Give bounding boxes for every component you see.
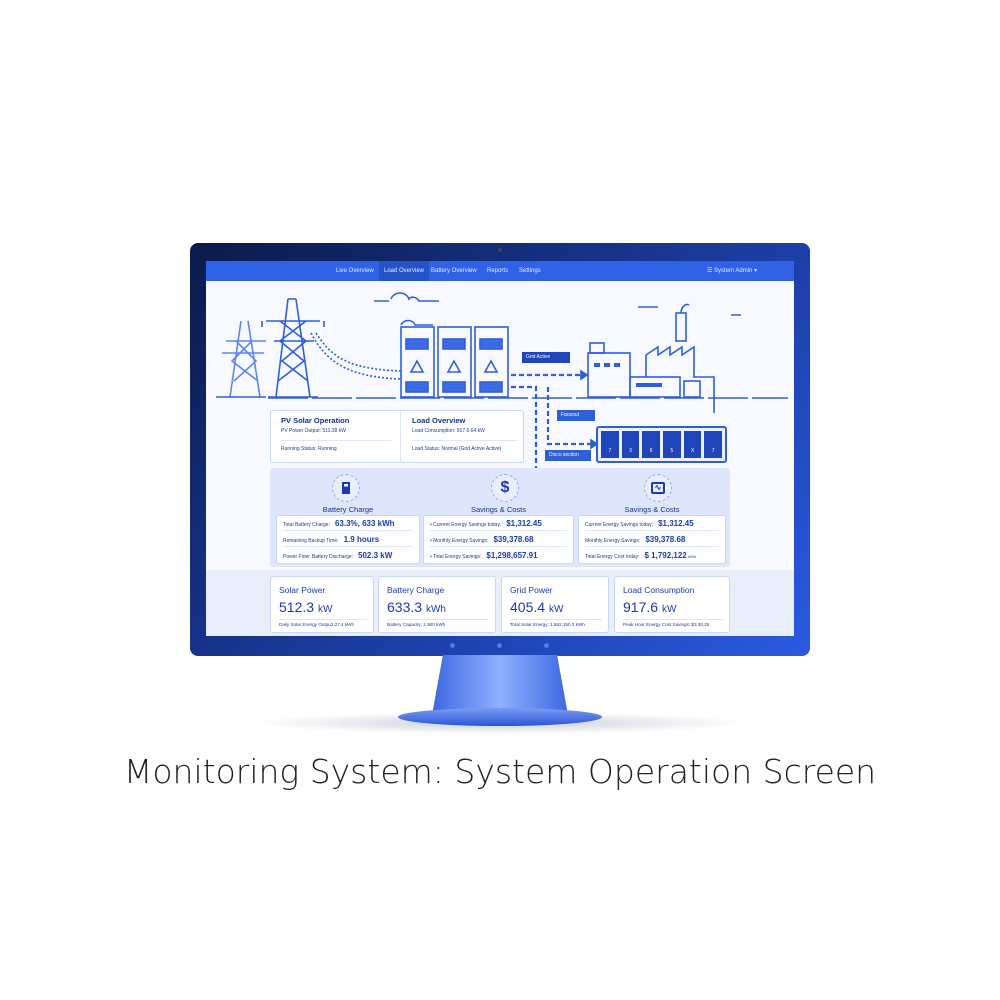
row-label: Total Energy Cost today:	[585, 554, 640, 560]
kpi-sub: Total Solar Energy: 1,582,150.3 kWh	[510, 619, 602, 627]
dollar-icon: $	[491, 474, 519, 502]
row-value: $1,312.45	[506, 519, 542, 528]
battery-cell: 6	[642, 431, 661, 458]
row-label: Monthly Energy Savings:	[585, 538, 641, 544]
nav-battery-overview[interactable]: Battery Overview	[431, 268, 477, 274]
pv-status-label: Running Status:	[281, 446, 317, 452]
chevron-down-icon: ▾	[752, 268, 758, 274]
row-value: 1.9 hours	[343, 535, 380, 544]
cloud-icon	[374, 292, 439, 302]
row-value: $39,378.68	[493, 535, 534, 544]
kpi-load-consumption: Load Consumption 917.6 kW Peak Hour Ener…	[614, 576, 730, 633]
battery-bank: 7 3 6 5 X 7	[596, 426, 727, 463]
kpi-solar-power: Solar Power 512.3 kW Daily Solar Energy …	[270, 576, 374, 633]
row-value: $1,312.45	[658, 519, 694, 528]
kpi-value: 917.6	[623, 599, 659, 615]
chart-monitor-icon: ∿	[644, 474, 672, 502]
row-unit: kWh	[688, 554, 697, 559]
camera-dot	[498, 248, 502, 252]
pv-output-value: 511.38 kW	[322, 428, 346, 434]
battery-icon	[332, 474, 360, 502]
cloud-icon	[400, 319, 433, 326]
nav-settings[interactable]: Settings	[519, 268, 541, 274]
kpi-sub: Daily Solar Energy Outpu2,27.4 kWh	[279, 619, 367, 627]
pv-title: PV Solar Operation	[281, 416, 350, 425]
row-value: $1,298,657.91	[486, 551, 538, 560]
kpi-value: 633.3	[387, 599, 423, 615]
kpi-unit: kW	[317, 604, 333, 615]
caption: Monitoring System: System Operation Scre…	[123, 752, 877, 791]
kpi-title: Solar Power	[279, 585, 326, 595]
row-value: 63.3%, 633 kWh	[334, 519, 395, 528]
savings-title: Savings & Costs	[470, 505, 527, 514]
battery-cell: 7	[704, 431, 723, 458]
transmission-tower-icon	[216, 298, 325, 398]
load-consumption-value: 917.6.64 kW	[456, 428, 485, 434]
load-status-value: Normal (Grid Active Active)	[441, 446, 502, 452]
status-card: PV Solar Operation PV Power Output: 511.…	[270, 410, 524, 463]
kpi-value: 512.3	[279, 599, 315, 615]
battery-cell: X	[683, 431, 702, 458]
faceout-label: Faceout	[557, 410, 595, 421]
grid-active-label: Grid Active	[522, 352, 570, 363]
kpi-title: Grid Power	[510, 585, 553, 595]
row-label: Power Flow: Battery Discharge:	[283, 554, 354, 560]
battery-cell: 3	[621, 431, 640, 458]
nav-load-overview[interactable]: Load Overview	[379, 261, 430, 281]
kpi-title: Battery Charge	[387, 585, 445, 595]
kpi-grid-power: Grid Power 405.4 kW Total Solar Energy: …	[501, 576, 609, 633]
monitor-stand-base	[398, 708, 602, 726]
kpi-value: 405.4	[510, 599, 546, 615]
row-label: Total Battery Charge:	[283, 522, 330, 528]
kpi-unit: kWh	[425, 604, 446, 615]
system-diagram	[216, 292, 788, 471]
battery-title: Battery Charge	[322, 505, 374, 514]
monitor-button[interactable]	[450, 643, 455, 648]
kpi-sub: Battery Capacity: 1,900 kWh	[387, 619, 489, 627]
monitor-stand-neck	[432, 655, 568, 715]
screen: Live Overview Load Overview Battery Over…	[206, 261, 794, 636]
load-title: Load Overview	[412, 416, 466, 425]
row-label: Current Energy Savings today:	[433, 522, 502, 528]
kpi-battery-charge: Battery Charge 633.3 kWh Battery Capacit…	[378, 576, 496, 633]
row-label: Remaining Backup Time:	[283, 538, 339, 544]
kpi-sub: Peak Hour Energy Cost Savings: $3,30,25	[623, 619, 723, 627]
load-consumption-label: Load Consumption:	[412, 428, 456, 434]
battery-card: Total Battery Charge: 63.3%, 633 kWh Rema…	[276, 515, 420, 564]
top-nav: Live Overview Load Overview Battery Over…	[206, 261, 794, 281]
row-label: Total Energy Savings:	[433, 554, 482, 560]
kpi-unit: kW	[661, 604, 677, 615]
savings-card: • Current Energy Savings today:$1,312.45…	[423, 515, 574, 564]
kpi-unit: kW	[548, 604, 564, 615]
pv-status-value: Running	[317, 446, 337, 452]
summary-band: Battery Charge Total Battery Charge: 63.3…	[270, 468, 730, 567]
row-value: $39,378.68	[645, 535, 686, 544]
costs-card: Current Energy Savings today: $1,312.45 M…	[578, 515, 726, 564]
battery-cell: 5	[663, 431, 681, 458]
battery-cell: 7	[601, 431, 619, 458]
disconnection-label: Disco section	[545, 450, 591, 461]
user-icon: ☰	[707, 268, 715, 274]
factory-icon	[587, 303, 715, 413]
load-status-label: Load Status:	[412, 446, 441, 452]
row-value: $ 1,792,122	[644, 551, 687, 560]
nav-live-overview[interactable]: Live Overview	[336, 268, 374, 274]
user-menu[interactable]: ☰ System Admin ▾	[702, 261, 762, 281]
user-name: System Admin	[714, 268, 753, 274]
pv-output-label: PV Power Output:	[281, 428, 322, 434]
kpi-title: Load Consumption	[623, 585, 695, 595]
row-value: 502.3 kW	[358, 551, 393, 560]
kpi-band: Solar Power 512.3 kW Daily Solar Energy …	[206, 570, 794, 636]
inverter-cabinets-icon	[400, 326, 509, 398]
row-label: Monthly Energy Savings:	[433, 538, 489, 544]
costs-title: Savings & Costs	[624, 505, 680, 514]
nav-reports[interactable]: Reports	[487, 268, 509, 274]
row-label: Current Energy Savings today:	[585, 522, 654, 528]
monitor-button[interactable]	[497, 643, 502, 648]
monitor-button[interactable]	[544, 643, 549, 648]
